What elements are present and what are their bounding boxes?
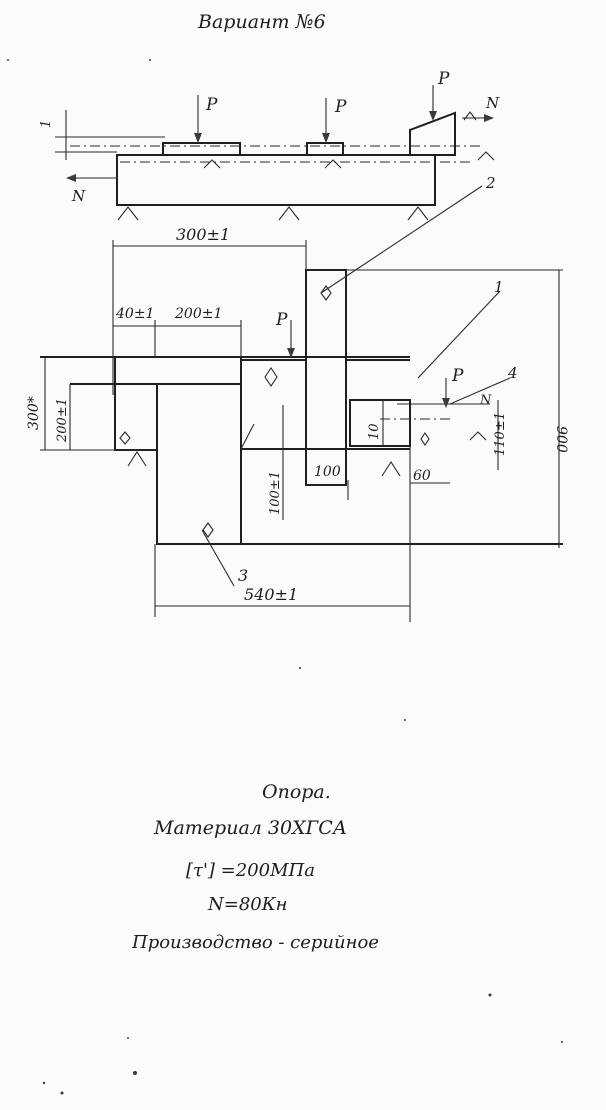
pad-left <box>162 142 241 155</box>
force-label-3: P <box>437 69 450 89</box>
dim-10: 10 <box>367 423 382 440</box>
axial-label-right: N <box>485 94 500 112</box>
scan-noise <box>7 59 563 1095</box>
vertical-column <box>305 269 347 486</box>
variant-title: Вариант №6 <box>197 11 326 33</box>
callout-2: 2 <box>485 174 496 192</box>
force-note: N=80Кн <box>207 894 288 915</box>
callout-3: 3 <box>238 566 248 585</box>
dim-900: 900 <box>553 426 569 453</box>
plan-view: P P N 300±1 40±1 200±1 300* 200±1 100 10… <box>26 174 569 622</box>
central-web <box>156 383 242 545</box>
dim-300: 300±1 <box>176 225 230 244</box>
pad-middle <box>306 142 344 155</box>
callout-1: 1 <box>494 278 504 296</box>
callout-4: 4 <box>507 364 518 382</box>
force-label-1: P <box>205 95 218 115</box>
leader-3 <box>201 529 235 587</box>
dim-100: 100 <box>314 464 341 480</box>
side-body <box>116 154 436 206</box>
left-flange <box>114 356 242 385</box>
right-lug <box>349 399 411 447</box>
material-note: Материал 30ХГСА <box>153 817 347 839</box>
notes-block: Опора. Материал 30ХГСА [τ'] =200МПа N=80… <box>131 781 379 953</box>
dim-40: 40±1 <box>115 306 154 322</box>
stress-note: [τ'] =200МПа <box>186 860 315 881</box>
leader-1 <box>417 290 501 379</box>
dim-200-left: 200±1 <box>55 398 70 443</box>
dim-300-left: 300* <box>26 396 42 430</box>
wedge-right <box>409 111 456 156</box>
leader-4 <box>449 377 511 405</box>
force-label-main: P <box>275 310 288 330</box>
dim-110: 110±1 <box>493 412 508 456</box>
dim-540: 540±1 <box>244 585 298 604</box>
dim-200-top: 200±1 <box>174 306 222 322</box>
side-view: 1 N N P P P <box>39 69 500 221</box>
leader-2 <box>320 185 483 294</box>
axial-label-left: N <box>71 187 86 205</box>
dim-100-vert: 100±1 <box>268 471 283 515</box>
dim-60: 60 <box>413 468 431 484</box>
force-label-right: P <box>451 366 464 386</box>
production-note: Производство - серийное <box>131 932 379 953</box>
axial-label-plan: N <box>479 393 492 408</box>
part-name: Опора. <box>262 781 331 803</box>
force-label-2: P <box>334 97 347 117</box>
side-dim-label: 1 <box>39 120 54 128</box>
